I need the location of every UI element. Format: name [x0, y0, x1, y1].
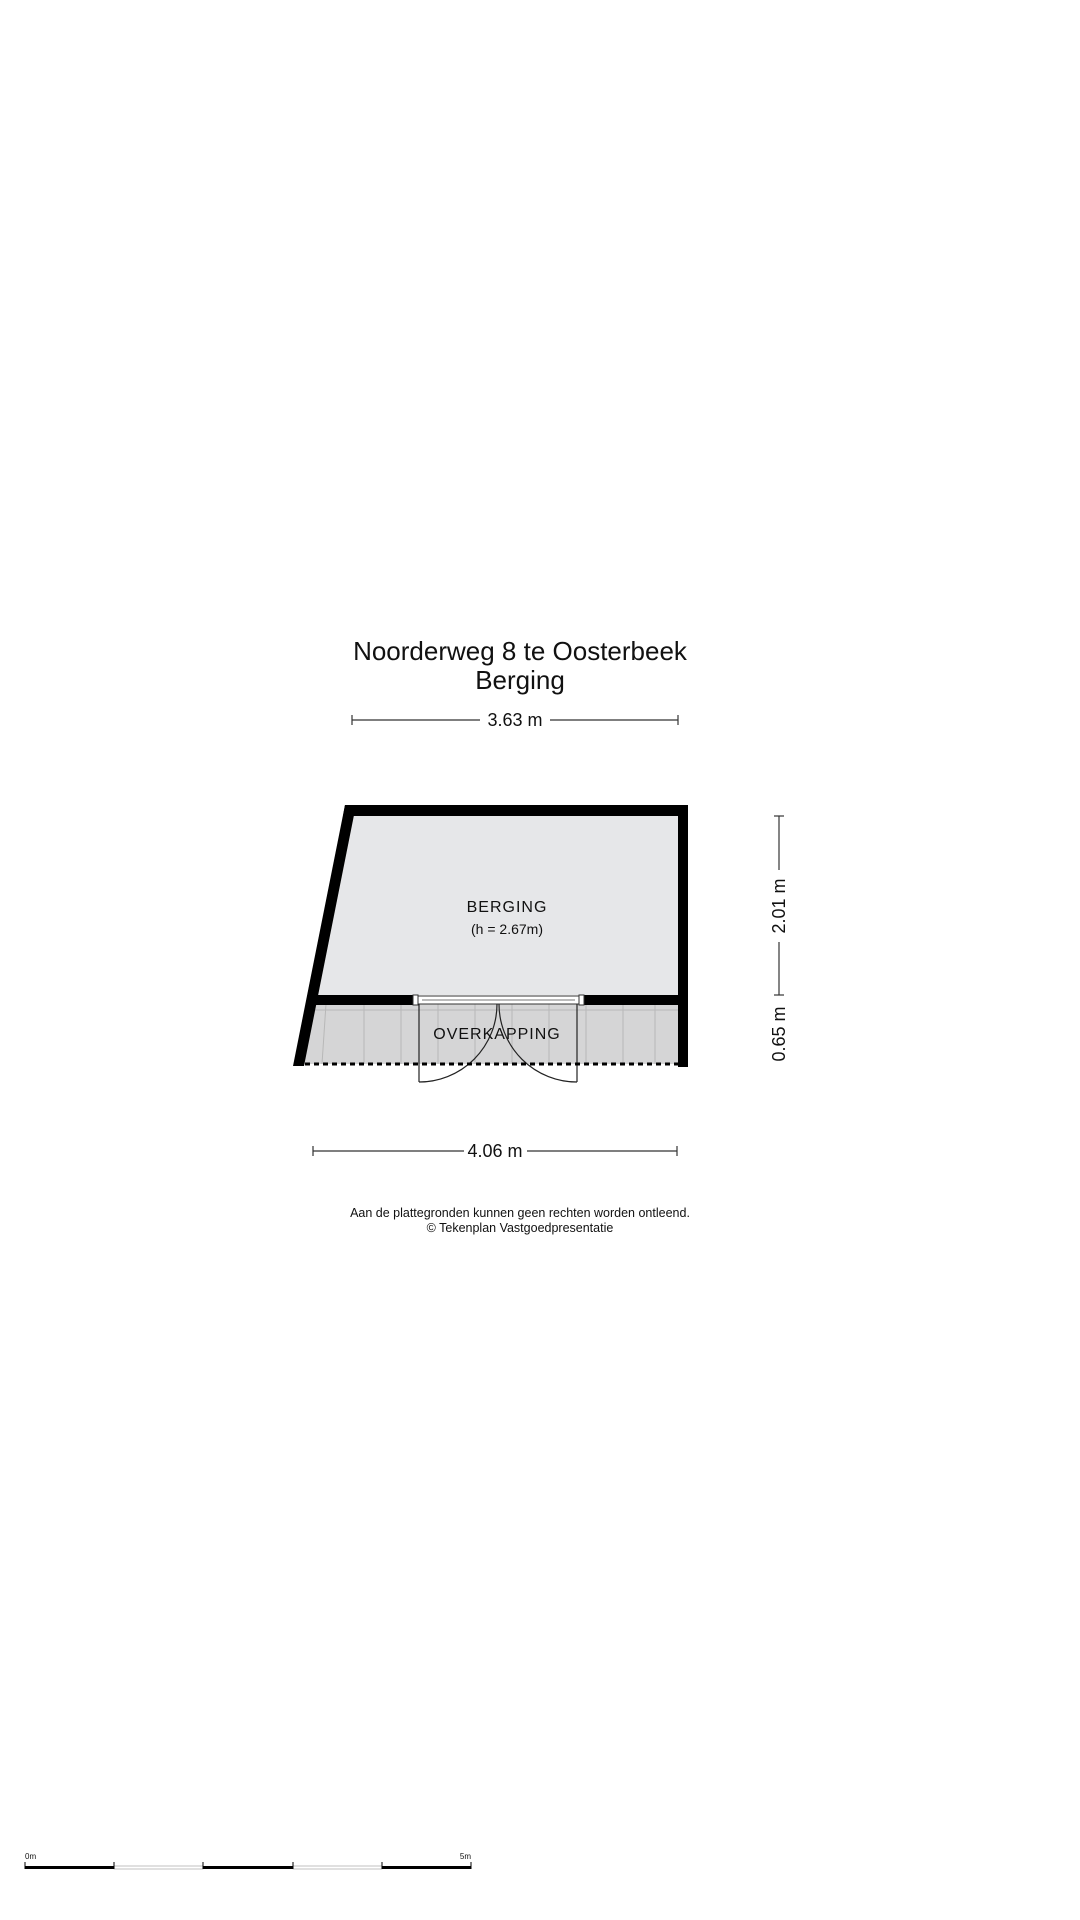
berging-floor	[316, 816, 678, 995]
overkapping-tile-grid	[312, 1003, 678, 1065]
plan-floor-title: Berging	[475, 665, 565, 695]
overkapping-floor	[298, 1004, 678, 1064]
dimension-right-upper: 2.01 m	[769, 815, 789, 996]
scale-bar: 0m 5m	[24, 1852, 472, 1870]
room-height-berging: (h = 2.67m)	[471, 921, 543, 937]
dimension-right-upper-label: 2.01 m	[769, 878, 789, 933]
walls	[293, 805, 688, 1067]
footer-disclaimer: Aan de plattegronden kunnen geen rechten…	[350, 1206, 690, 1220]
dimension-right-lower-label: 0.65 m	[769, 1006, 789, 1061]
door-frame	[412, 994, 585, 1006]
footer-copyright: © Tekenplan Vastgoedpresentatie	[426, 1221, 614, 1235]
dimension-top-width: 3.63 m	[351, 710, 679, 730]
dimension-top-width-label: 3.63 m	[487, 710, 542, 730]
room-label-berging: BERGING	[467, 899, 548, 916]
scale-bar-start-label: 0m	[25, 1852, 36, 1861]
scale-bar-end-label: 5m	[460, 1852, 471, 1861]
plan-address-title: Noorderweg 8 te Oosterbeek	[353, 636, 687, 666]
dimension-right-lower: 0.65 m	[769, 1006, 789, 1061]
double-door-swing	[418, 1003, 578, 1083]
room-label-overkapping: OVERKAPPING	[433, 1026, 560, 1043]
dimension-bottom-width: 4.06 m	[312, 1141, 678, 1161]
dimension-bottom-width-label: 4.06 m	[467, 1141, 522, 1161]
